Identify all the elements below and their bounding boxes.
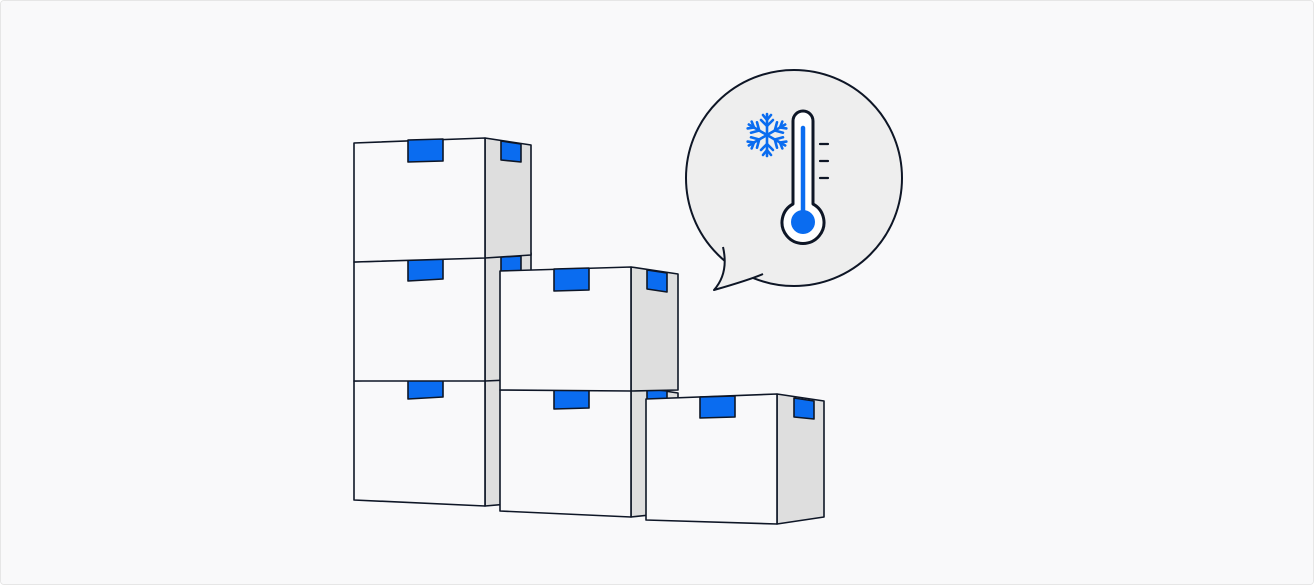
snowflake-arm (759, 133, 775, 158)
box-middle-top (499, 266, 679, 392)
box-right (645, 393, 825, 525)
thermometer-icon (780, 109, 830, 245)
snowflake-arm (746, 120, 769, 137)
snowflake-arm (765, 133, 788, 150)
box-left-top (353, 137, 532, 263)
snowflake-arm (746, 133, 769, 150)
snowflake-arm (765, 120, 788, 137)
snowflake-icon (746, 112, 788, 158)
snowflake-arm (759, 112, 775, 137)
